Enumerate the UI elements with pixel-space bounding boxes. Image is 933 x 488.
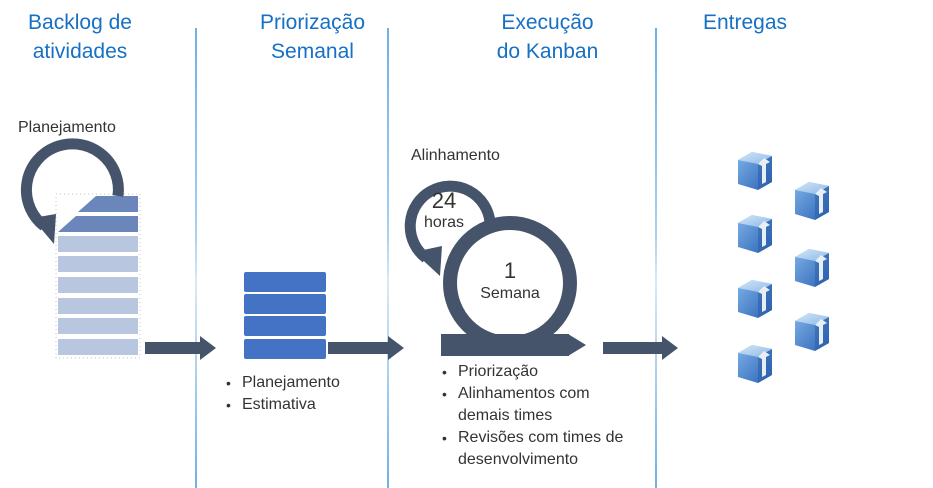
bullet-item: Priorização bbox=[440, 361, 640, 383]
daily-cycle-arrow bbox=[404, 180, 496, 276]
backlog-stack bbox=[55, 193, 141, 359]
column-title-execution: Execução do Kanban bbox=[470, 8, 625, 66]
daily-cycle-value: 24 horas bbox=[418, 188, 470, 232]
daily-unit: horas bbox=[423, 214, 465, 231]
title-line: Semanal bbox=[271, 40, 354, 63]
backlog-item bbox=[58, 277, 138, 293]
backlog-item bbox=[58, 236, 138, 252]
column-title-deliveries: Entregas bbox=[690, 8, 800, 37]
weekly-cycle-value: 1 Semana bbox=[470, 258, 550, 304]
prioritization-bullets: Planejamento Estimativa bbox=[224, 372, 394, 416]
bullet-item: Planejamento bbox=[224, 372, 394, 394]
bullet-item: Estimativa bbox=[224, 394, 394, 416]
priority-item bbox=[244, 272, 326, 292]
package-box-icon bbox=[738, 280, 772, 318]
week-number: 1 bbox=[503, 258, 517, 283]
backlog-item bbox=[58, 256, 138, 272]
flow-arrow bbox=[328, 336, 404, 360]
backlog-item bbox=[58, 318, 138, 334]
flow-arrow bbox=[603, 336, 678, 360]
title-line: Backlog de bbox=[28, 11, 132, 34]
execution-bullets: Priorização Alinhamentos com demais time… bbox=[440, 361, 640, 471]
weekly-cycle bbox=[441, 216, 586, 356]
daily-number: 24 bbox=[431, 188, 457, 213]
priority-item bbox=[244, 339, 326, 359]
title-line: atividades bbox=[32, 40, 128, 63]
backlog-item-highlighted bbox=[78, 196, 138, 212]
package-box-icon bbox=[795, 182, 829, 220]
prioritization-stack bbox=[244, 272, 326, 359]
column-divider bbox=[387, 28, 389, 488]
package-box-icon bbox=[795, 249, 829, 287]
bullet-item: Revisões com times de desenvolvimento bbox=[440, 427, 640, 471]
planning-cycle-label: Planejamento bbox=[18, 119, 116, 136]
week-unit: Semana bbox=[480, 285, 540, 302]
package-box-icon bbox=[738, 345, 772, 383]
title-line: Execução bbox=[501, 11, 594, 34]
flow-arrow bbox=[145, 336, 216, 360]
package-box-icon bbox=[795, 313, 829, 351]
column-divider bbox=[655, 28, 657, 488]
delivery-packages bbox=[738, 152, 829, 383]
package-box-icon bbox=[738, 152, 772, 190]
column-title-prioritization: Priorização Semanal bbox=[240, 8, 385, 66]
package-box-icon bbox=[738, 215, 772, 253]
priority-item bbox=[244, 294, 326, 314]
backlog-item-highlighted bbox=[58, 216, 138, 232]
title-line: Entregas bbox=[702, 11, 788, 34]
bullet-item: Alinhamentos com demais times bbox=[440, 383, 640, 427]
title-line: do Kanban bbox=[496, 40, 599, 63]
daily-cycle-label: Alinhamento bbox=[411, 147, 500, 164]
planning-cycle-arrow bbox=[20, 138, 124, 244]
column-title-backlog: Backlog de atividades bbox=[10, 8, 150, 66]
title-line: Priorização bbox=[259, 11, 366, 34]
backlog-item bbox=[58, 339, 138, 355]
column-divider bbox=[195, 28, 197, 488]
priority-item bbox=[244, 316, 326, 336]
backlog-item bbox=[58, 298, 138, 314]
